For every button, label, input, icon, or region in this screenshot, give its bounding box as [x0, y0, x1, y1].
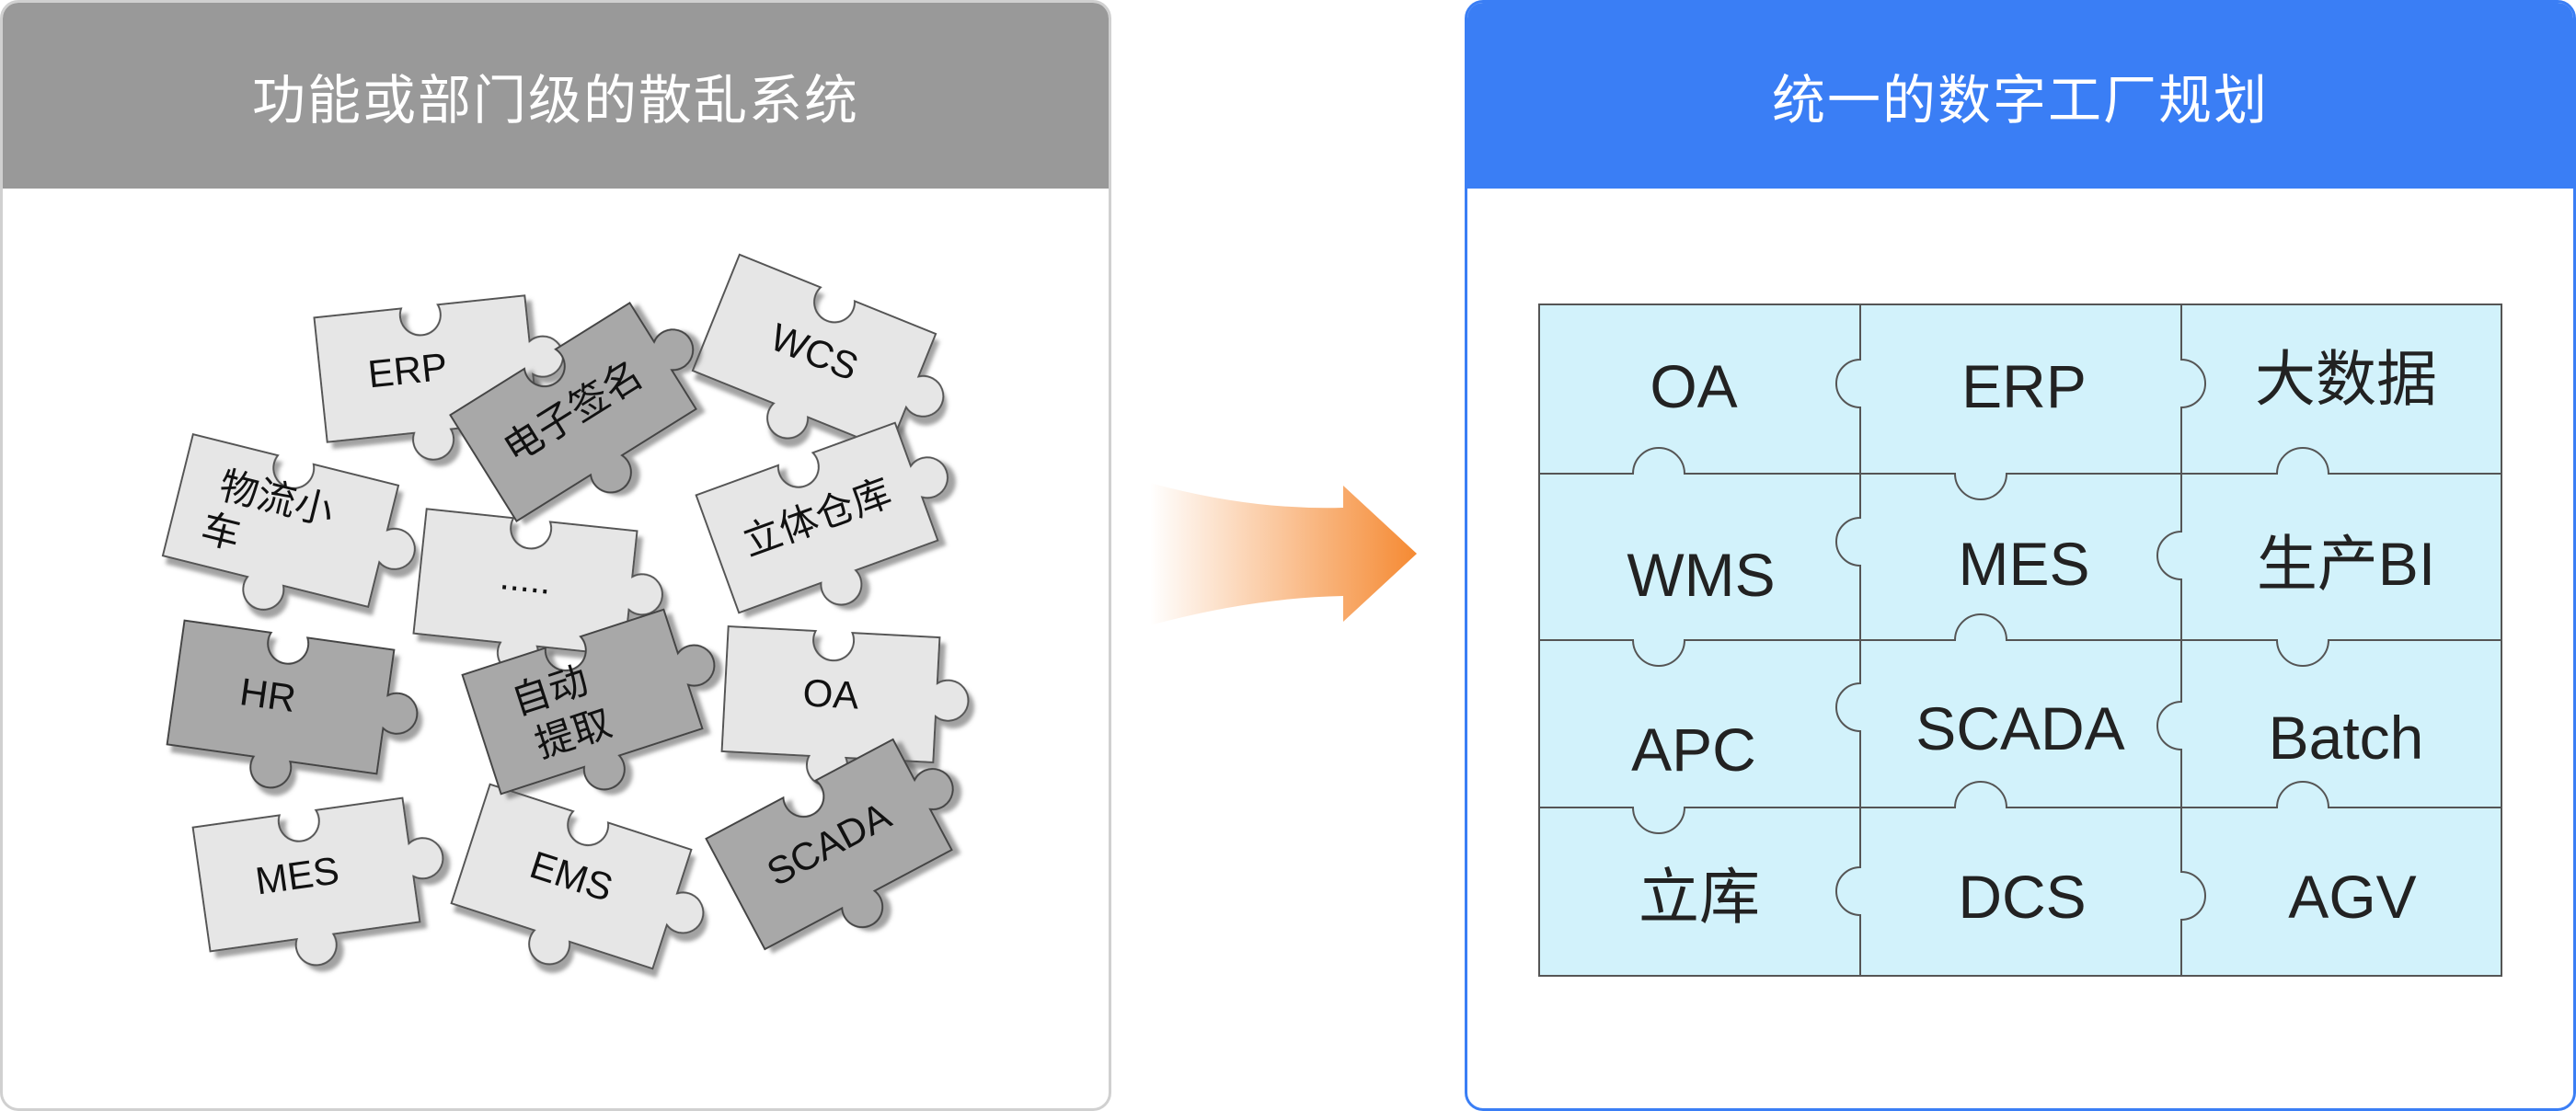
- grid-cell-mes: MES: [1958, 530, 2089, 598]
- transition-arrow: [1150, 483, 1417, 625]
- puzzle-piece-auto-extract: 自动 提取: [461, 599, 742, 822]
- puzzle-piece-wcs: WCS: [681, 253, 967, 490]
- grid-cell-batch: Batch: [2269, 704, 2424, 772]
- grid-cell-oa: OA: [1650, 352, 1737, 420]
- right-panel-title: 统一的数字工厂规划: [1467, 3, 2573, 189]
- grid-cell-scada: SCADA: [1915, 694, 2124, 762]
- puzzle-piece-logistics-cart: 物流小 车: [155, 433, 431, 644]
- left-panel-title: 功能或部门级的散乱系统: [3, 3, 1109, 189]
- left-panel: 功能或部门级的散乱系统 ERP WCS 物流小 车 .....: [0, 0, 1111, 1111]
- puzzle-piece-stereo-warehouse: 立体仓库: [695, 410, 979, 641]
- puzzle-piece-ems: EMS: [441, 783, 723, 1007]
- puzzle-piece-mes: MES: [191, 792, 456, 981]
- scattered-pieces-diagram: ERP WCS 物流小 车 ..... 立体仓库 电子签名: [155, 253, 995, 1007]
- unified-puzzle-grid: OA ERP 大数据 WMS MES 生产BI APC SCADA Batch …: [1538, 304, 2502, 977]
- grid-cell-erp: ERP: [1961, 352, 2087, 420]
- right-panel: 统一的数字工厂规划 OA ERP 大数据 WMS MES 生产BI APC SC…: [1465, 0, 2576, 1111]
- puzzle-piece-ellipsis: .....: [409, 508, 670, 689]
- puzzle-piece-scada: SCADA: [705, 723, 995, 976]
- grid-cell-production-bi: 生产BI: [2257, 530, 2435, 598]
- puzzle-piece-erp: ERP: [313, 291, 574, 472]
- piece-label: .....: [498, 556, 553, 602]
- grid-cell-warehouse: 立库: [1639, 863, 1760, 931]
- puzzle-piece-hr: HR: [162, 619, 427, 808]
- grid-cell-apc: APC: [1631, 716, 1756, 784]
- piece-label: HR: [237, 670, 299, 720]
- grid-cell-agv: AGV: [2288, 863, 2416, 931]
- puzzle-piece-oa: OA: [719, 625, 973, 794]
- grid-cell-wms: WMS: [1627, 541, 1775, 609]
- puzzle-piece-e-signature: 电子签名: [449, 285, 740, 547]
- piece-label: OA: [801, 670, 859, 716]
- grid-cell-dcs: DCS: [1958, 863, 2086, 931]
- piece-label: ERP: [366, 345, 450, 396]
- grid-cell-big-data: 大数据: [2255, 345, 2437, 413]
